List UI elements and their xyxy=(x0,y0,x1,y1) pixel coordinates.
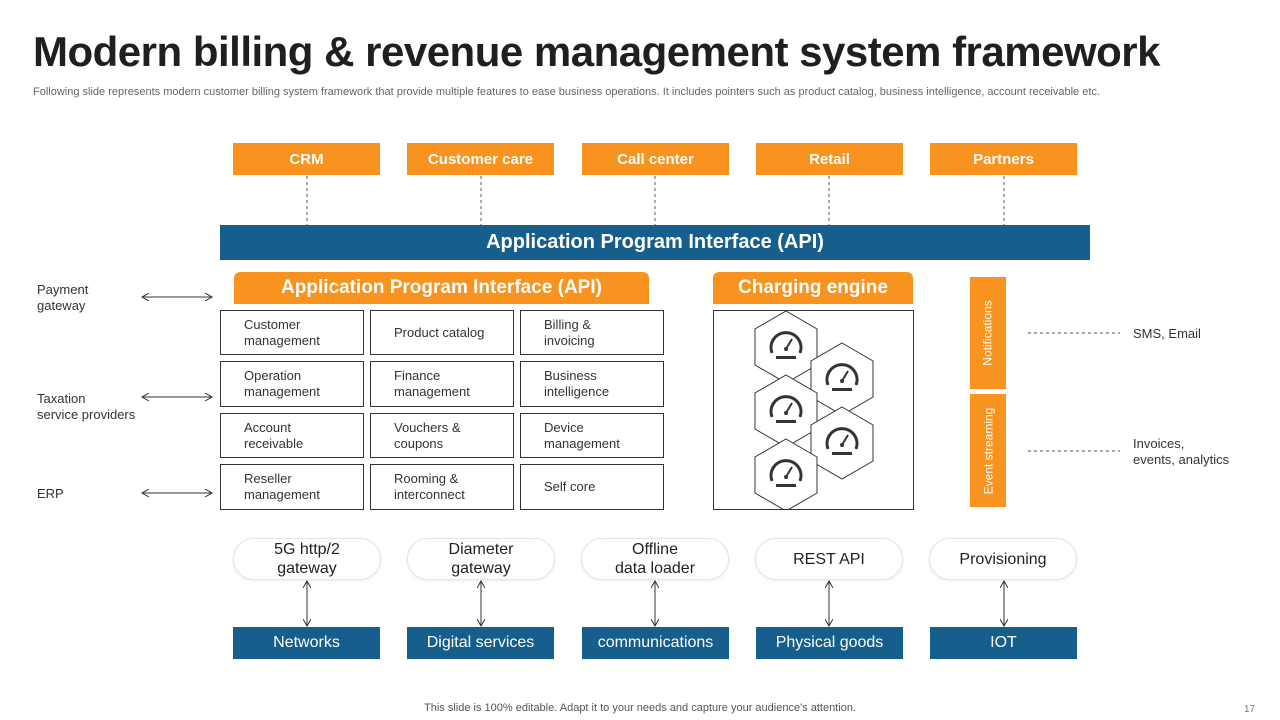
domain-physical-goods: Physical goods xyxy=(756,627,903,659)
module-self-core: Self core xyxy=(520,464,664,510)
gateway-provisioning: Provisioning xyxy=(929,538,1077,580)
gateway-arrows xyxy=(307,582,1004,625)
gauge-hexagons xyxy=(753,309,875,513)
label-payment-gateway: Payment gateway xyxy=(37,282,89,313)
slide-title: Modern billing & revenue management syst… xyxy=(33,28,1161,75)
left-arrows xyxy=(143,297,211,493)
channel-retail: Retail xyxy=(756,143,903,175)
domain-iot: IOT xyxy=(930,627,1077,659)
charging-engine-panel xyxy=(713,309,914,513)
domain-digital-services: Digital services xyxy=(407,627,554,659)
gauge-icon xyxy=(753,373,819,449)
module-product-catalog: Product catalog xyxy=(370,310,514,355)
gauge-icon xyxy=(809,405,875,481)
module-rooming-interconnect: Rooming & interconnect xyxy=(370,464,514,510)
notifications-label: Notifications xyxy=(981,300,995,366)
module-account-receivable: Account receivable xyxy=(220,413,364,458)
modules-tab: Application Program Interface (API) xyxy=(234,272,649,304)
channel-customer-care: Customer care xyxy=(407,143,554,175)
slide-footer: This slide is 100% editable. Adapt it to… xyxy=(424,702,856,714)
label-erp: ERP xyxy=(37,486,64,501)
channel-connectors xyxy=(306,176,1005,225)
label-invoices-events: Invoices, events, analytics xyxy=(1133,436,1230,467)
gateway-diameter: Diameter gateway xyxy=(407,538,555,580)
domain-networks: Networks xyxy=(233,627,380,659)
module-operation-management: Operation management xyxy=(220,361,364,407)
module-finance-management: Finance management xyxy=(370,361,514,407)
channel-crm: CRM xyxy=(233,143,380,175)
module-vouchers-coupons: Vouchers & coupons xyxy=(370,413,514,458)
module-reseller-management: Reseller management xyxy=(220,464,364,510)
notifications-box: Notifications xyxy=(970,277,1006,389)
module-business-intelligence: Business intelligence xyxy=(520,361,664,407)
domain-communications: communications xyxy=(582,627,729,659)
event-streaming-label: Event streaming xyxy=(981,407,995,494)
slide-subtitle: Following slide represents modern custom… xyxy=(33,86,1100,98)
gateway-rest-api: REST API xyxy=(755,538,903,580)
gauge-icon xyxy=(809,341,875,417)
page-number: 17 xyxy=(1244,704,1256,715)
module-billing-invoicing: Billing & invoicing xyxy=(520,310,664,355)
module-customer-management: Customer management xyxy=(220,310,364,355)
event-streaming-box: Event streaming xyxy=(970,394,1006,507)
label-sms-email: SMS, Email xyxy=(1133,326,1201,341)
module-device-management: Device management xyxy=(520,413,664,458)
right-connectors xyxy=(1028,332,1120,452)
charging-engine-tab: Charging engine xyxy=(713,272,913,304)
gateway-offline-loader: Offline data loader xyxy=(581,538,729,580)
gauge-icon xyxy=(753,309,819,385)
gateway-5g: 5G http/2 gateway xyxy=(233,538,381,580)
channel-partners: Partners xyxy=(930,143,1077,175)
api-bar: Application Program Interface (API) xyxy=(220,225,1090,260)
gauge-icon xyxy=(753,437,819,513)
label-taxation: Taxation service providers xyxy=(37,391,136,422)
channel-call-center: Call center xyxy=(582,143,729,175)
